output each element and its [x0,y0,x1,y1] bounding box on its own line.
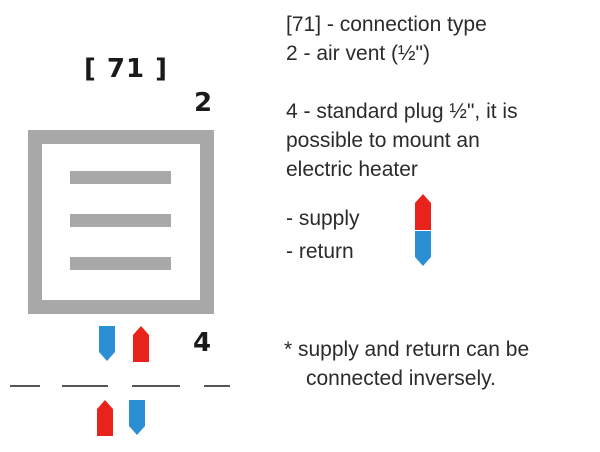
legend-plug-line: 4 - standard plug ½", it is [286,100,518,123]
radiator-fin [70,171,171,184]
legend-return-label: - return [286,240,354,263]
pipe-segment [62,385,108,387]
legend-supply-label: - supply [286,207,360,230]
note-line: connected inversely. [306,367,496,390]
legend-supply-row: - supply [286,194,596,237]
air-vent-number: 2 [194,88,213,118]
radiator-fin [70,257,171,270]
note: * supply and return can be connected inv… [284,335,596,393]
supply-arrow-icon [415,194,431,230]
legend-plug-line: possible to mount an [286,129,480,152]
pipe-segment [10,385,40,387]
supply-arrow-icon [97,400,113,436]
note-line: * supply and return can be [284,338,530,361]
pipe-segment [132,385,180,387]
legend: [71] - connection type 2 - air vent (½")… [286,10,596,270]
radiator-body [28,130,214,314]
legend-air-vent: 2 - air vent (½") [286,42,430,65]
radiator-fin [70,214,171,227]
return-arrow-icon [99,326,115,361]
plug-number: 4 [193,328,212,358]
return-arrow-icon [129,400,145,435]
legend-plug-line: electric heater [286,158,418,181]
legend-connection-type: [71] - connection type [286,13,487,36]
legend-return-row: - return [286,231,596,270]
return-arrow-icon [415,231,431,266]
connection-code-label: [ 71 ] [84,54,169,84]
pipe-segment [204,385,230,387]
supply-arrow-icon [133,326,149,362]
